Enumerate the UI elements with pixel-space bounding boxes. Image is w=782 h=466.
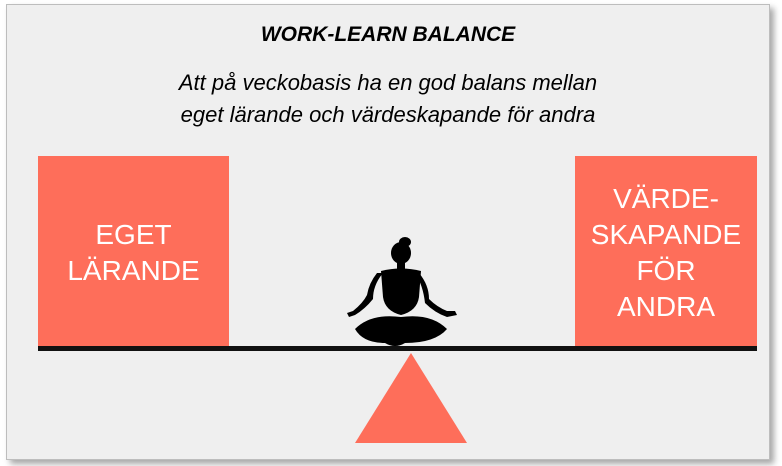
diagram-frame: WORK-LEARN BALANCE Att på veckobasis ha …: [6, 4, 770, 460]
right-weight-box: VÄRDE- SKAPANDE FÖR ANDRA: [575, 156, 757, 350]
right-box-line-3: FÖR: [636, 255, 696, 286]
diagram-title: WORK-LEARN BALANCE: [260, 23, 516, 46]
right-box-line-1: VÄRDE-: [613, 183, 719, 214]
balance-beam: [38, 346, 757, 351]
left-box-line-2: LÄRANDE: [67, 255, 200, 286]
diagram-subtitle: Att på veckobasis ha en god balans mella…: [7, 67, 769, 131]
right-box-line-2: SKAPANDE: [590, 219, 742, 250]
right-box-line-4: ANDRA: [616, 291, 715, 322]
meditating-person-icon: [347, 237, 457, 346]
fulcrum-triangle-icon: [355, 353, 467, 443]
left-box-line-1: EGET: [95, 219, 172, 250]
subtitle-line-1: Att på veckobasis ha en god balans mella…: [178, 70, 598, 95]
subtitle-line-2: eget lärande och värdeskapande för andra: [180, 102, 596, 127]
left-weight-box: EGET LÄRANDE: [38, 156, 229, 350]
